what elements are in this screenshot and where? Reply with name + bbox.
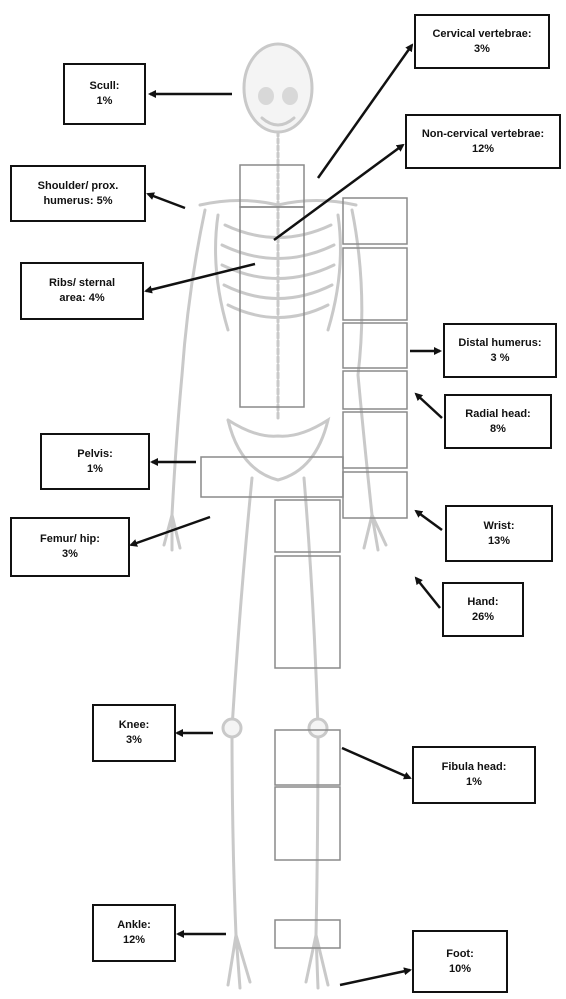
label-cervical-pct: 3% (474, 42, 490, 57)
label-femur-name: Femur/ hip: (40, 532, 100, 547)
label-distal-pct: 3 % (491, 351, 510, 366)
label-ankle-pct: 12% (123, 933, 145, 948)
arrow-cervical (318, 45, 412, 178)
label-ankle-name: Ankle: (117, 918, 151, 933)
label-knee: Knee: 3% (92, 704, 176, 762)
label-hand-name: Hand: (467, 595, 498, 610)
region-box-knee (275, 730, 340, 785)
label-ribs-line2: area: 4% (59, 291, 104, 306)
label-ankle: Ankle: 12% (92, 904, 176, 962)
label-ribs-line1: Ribs/ sternal (49, 276, 115, 291)
label-radial-head: Radial head: 8% (444, 394, 552, 449)
region-box-wrist (343, 472, 407, 518)
label-knee-name: Knee: (119, 718, 150, 733)
label-cervical-vertebrae: Cervical vertebrae: 3% (414, 14, 550, 69)
arrow-fibula (342, 748, 410, 778)
label-wrist-pct: 13% (488, 534, 510, 549)
label-pelvis-name: Pelvis: (77, 447, 112, 462)
label-foot-name: Foot: (446, 947, 473, 962)
label-skull-pct: 1% (97, 94, 113, 109)
arrow-wrist (416, 511, 442, 530)
region-box-distal-humerus (343, 323, 407, 368)
label-non-cervical-vertebrae: Non-cervical vertebrae: 12% (405, 114, 561, 169)
label-pelvis: Pelvis: 1% (40, 433, 150, 490)
label-distal-humerus: Distal humerus: 3 % (443, 323, 557, 378)
arrow-shoulder (148, 194, 185, 208)
region-box-ankle (275, 920, 340, 948)
label-hand: Hand: 26% (442, 582, 524, 637)
label-hand-pct: 26% (472, 610, 494, 625)
arrow-radial-head (416, 394, 442, 418)
label-wrist-name: Wrist: (484, 519, 515, 534)
region-box-femur (275, 556, 340, 668)
label-shoulder-line2: humerus: 5% (43, 194, 112, 209)
arrow-ribs (146, 264, 255, 291)
label-fibula-name: Fibula head: (442, 760, 507, 775)
label-radial-pct: 8% (490, 422, 506, 437)
label-fibula-head: Fibula head: 1% (412, 746, 536, 804)
leader-arrows (131, 45, 442, 985)
region-box-radial-head (343, 371, 407, 409)
label-shoulder-line1: Shoulder/ prox. (38, 179, 119, 194)
label-skull-name: Scull: (90, 79, 120, 94)
label-knee-pct: 3% (126, 733, 142, 748)
label-skull: Scull: 1% (63, 63, 146, 125)
label-ribs-sternal: Ribs/ sternal area: 4% (20, 262, 144, 320)
label-femur-pct: 3% (62, 547, 78, 562)
label-femur-hip: Femur/ hip: 3% (10, 517, 130, 577)
arrow-hand (416, 578, 440, 608)
arrow-foot (340, 970, 410, 985)
label-foot: Foot: 10% (412, 930, 508, 993)
region-box-upper-arm (343, 248, 407, 320)
label-noncerv-name: Non-cervical vertebrae: (422, 127, 544, 142)
region-box-forearm (343, 412, 407, 468)
label-distal-name: Distal humerus: (458, 336, 541, 351)
label-wrist: Wrist: 13% (445, 505, 553, 562)
region-box-tibia (275, 787, 340, 860)
label-pelvis-pct: 1% (87, 462, 103, 477)
label-fibula-pct: 1% (466, 775, 482, 790)
label-foot-pct: 10% (449, 962, 471, 977)
label-shoulder-humerus: Shoulder/ prox. humerus: 5% (10, 165, 146, 222)
label-cervical-name: Cervical vertebrae: (432, 27, 531, 42)
label-radial-name: Radial head: (465, 407, 530, 422)
label-noncerv-pct: 12% (472, 142, 494, 157)
